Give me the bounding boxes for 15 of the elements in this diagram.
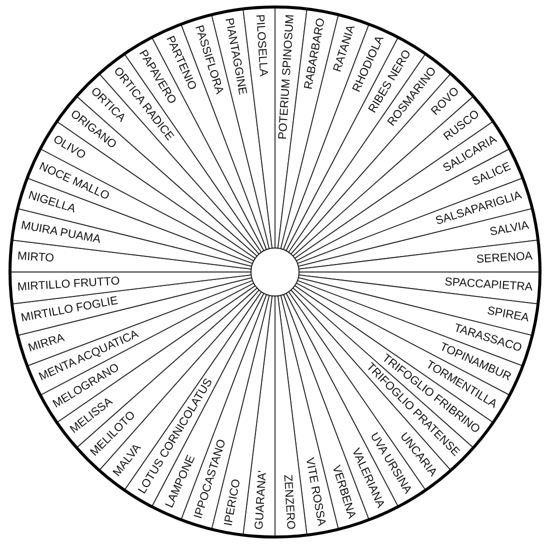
plant-name: MIRTILLO FRUTTO	[17, 275, 120, 294]
plant-name: MIRTO	[17, 250, 54, 265]
plant-name: IPERICO	[222, 478, 243, 527]
wheel-sector	[274, 295, 308, 538]
plant-name: MIRTILLO FOGLIE	[20, 294, 119, 324]
plant-name: SERENOA	[476, 250, 533, 266]
plant-name: POTERIUM SPINOSUM	[277, 14, 297, 140]
plant-name: VITE ROSSA	[303, 456, 328, 527]
plant-name: PILOSELLA	[253, 14, 270, 77]
plant-name: MIRRA	[26, 332, 66, 354]
plant-name: SPIREA	[486, 305, 530, 324]
plant-name: MUIRA PUAMA	[20, 220, 102, 246]
plant-name: GUARANA'	[253, 470, 269, 530]
plant-name: SPACCAPIETRA	[444, 276, 533, 294]
plant-name: ZENZERO	[281, 474, 297, 530]
